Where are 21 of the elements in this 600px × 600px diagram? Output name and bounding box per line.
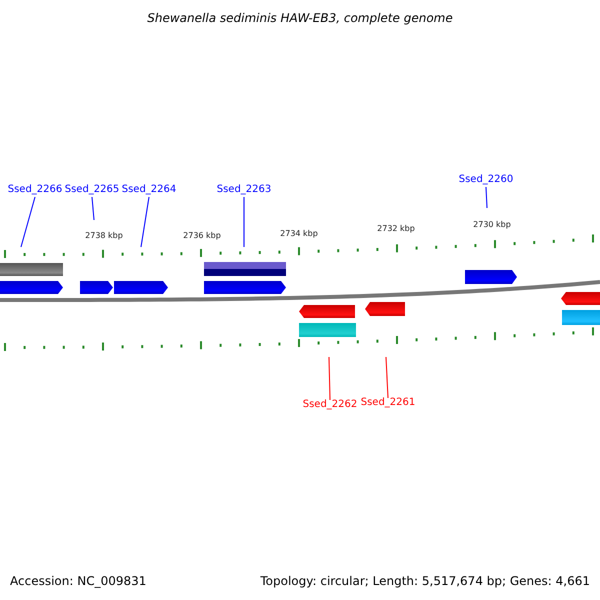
- leader-line: [486, 186, 488, 208]
- scale-label: 2736 kbp: [183, 232, 221, 240]
- leader-line: [386, 356, 388, 398]
- leader-line: [328, 356, 330, 400]
- gene-label: Ssed_2265: [64, 185, 120, 197]
- leader-line: [140, 196, 150, 248]
- gene-label: Ssed_2266: [8, 185, 62, 197]
- genome-summary-text: Topology: circular; Length: 5,517,674 bp; Genes: 4,661: [260, 575, 590, 587]
- gene-label: Ssed_2264: [122, 185, 176, 197]
- gene-label: Ssed_2260: [458, 175, 514, 187]
- scale-label: 2734 kbp: [280, 230, 318, 238]
- title: Shewanella sediminis HAW-EB3, complete genome: [147, 12, 453, 24]
- scale-label: 2732 kbp: [377, 225, 415, 233]
- scale-label: 2738 kbp: [85, 232, 123, 240]
- gene-label: Ssed_2263: [216, 185, 272, 197]
- accession-text: Accession: NC_009831: [10, 575, 146, 587]
- leader-line: [92, 196, 94, 220]
- gene-label: Ssed_2262: [302, 400, 358, 412]
- gene-label: Ssed_2261: [360, 398, 416, 410]
- scale-label: 2730 kbp: [473, 221, 511, 229]
- leader-line: [20, 196, 36, 248]
